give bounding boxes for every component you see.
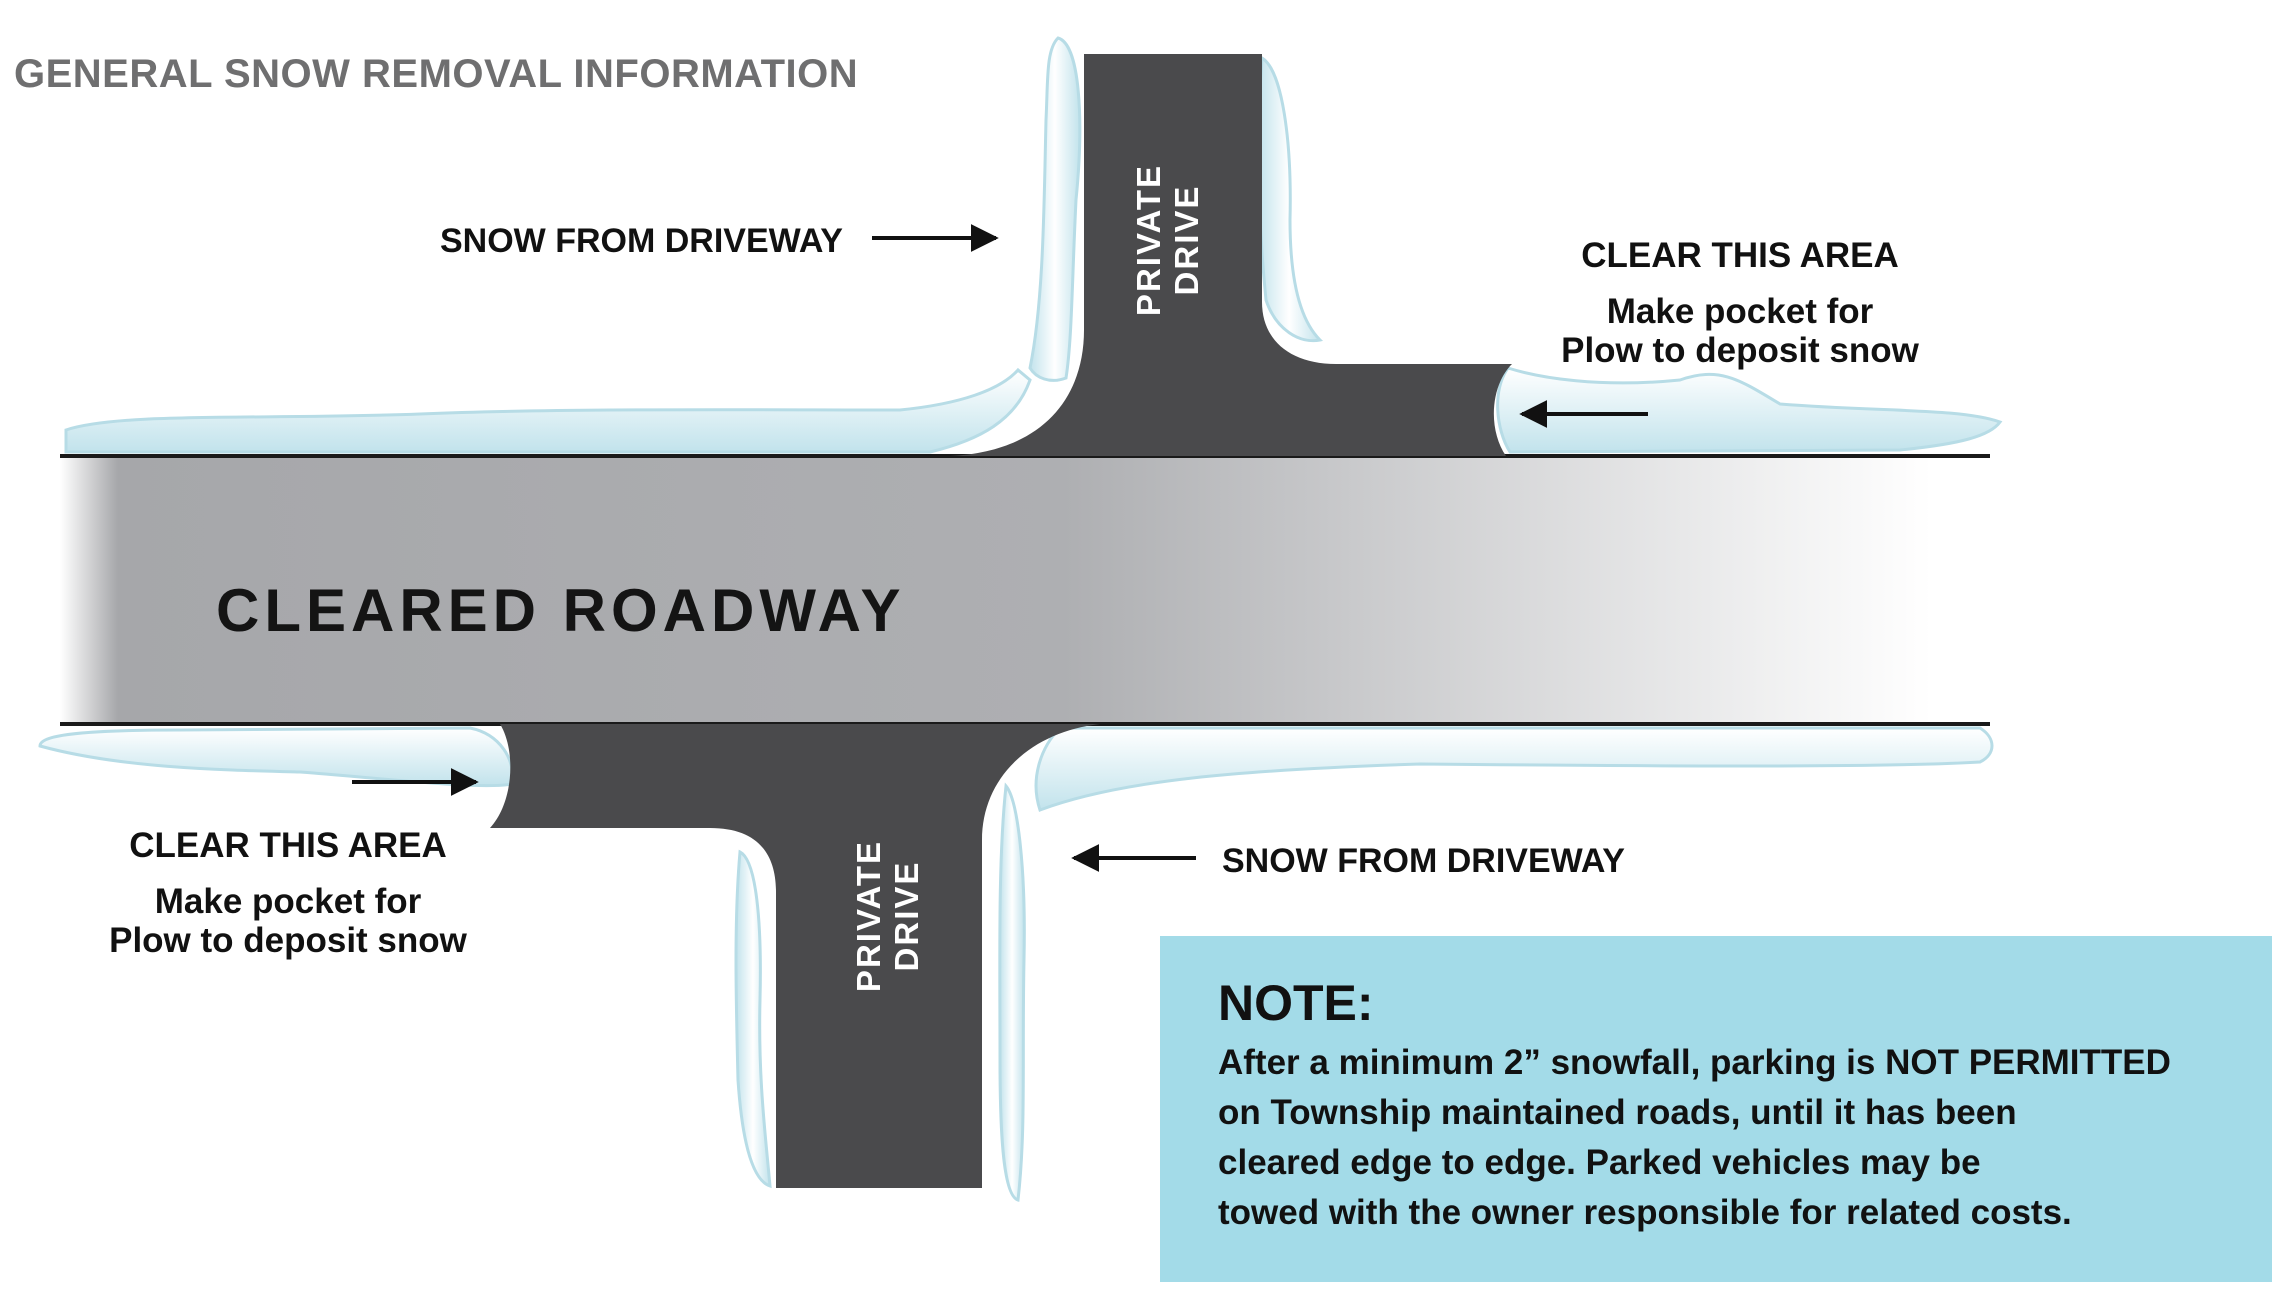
page-title: GENERAL SNOW REMOVAL INFORMATION	[14, 52, 859, 96]
note-line-1: After a minimum 2” snowfall, parking is …	[1218, 1043, 2171, 1082]
clear-area-bottom-line1: Make pocket for	[154, 882, 422, 921]
note-title: NOTE:	[1218, 975, 1374, 1031]
private-drive-bottom	[490, 724, 1100, 1188]
snow-bank-drive-bottom-left	[734, 849, 772, 1189]
private-drive-top-label: PRIVATE DRIVE	[1130, 164, 1206, 316]
clear-area-bottom-title: CLEAR THIS AREA	[129, 826, 447, 865]
private-drive-bottom-line2: DRIVE	[888, 860, 925, 972]
clear-area-top-line1: Make pocket for	[1606, 292, 1874, 331]
note-box: NOTE: After a minimum 2” snowfall, parki…	[1160, 936, 2272, 1282]
private-drive-top-line2: DRIVE	[1168, 184, 1205, 296]
private-drive-top	[950, 54, 1512, 456]
clear-area-bottom-line2: Plow to deposit snow	[109, 921, 467, 960]
cleared-roadway	[60, 456, 1990, 724]
snow-bank-top-right	[1496, 366, 2003, 454]
snow-bank-bottom-left	[38, 726, 515, 788]
note-line-2: on Township maintained roads, until it h…	[1218, 1093, 2017, 1132]
clear-area-bottom-callout: CLEAR THIS AREA Make pocket for Plow to …	[28, 826, 548, 960]
clear-area-top-line2: Plow to deposit snow	[1561, 331, 1919, 370]
note-line-4: towed with the owner responsible for rel…	[1218, 1193, 2072, 1232]
roadway-label: CLEARED ROADWAY	[216, 577, 906, 644]
note-line-3: cleared edge to edge. Parked vehicles ma…	[1218, 1143, 1981, 1182]
clear-area-top-callout: CLEAR THIS AREA Make pocket for Plow to …	[1480, 236, 2000, 370]
snow-bank-bottom-right	[1034, 726, 1994, 812]
snow-bank-top-left	[64, 367, 1032, 454]
private-drive-bottom-line1: PRIVATE	[850, 839, 887, 993]
snow-bank-drive-top-right	[1257, 55, 1324, 343]
private-drive-bottom-label: PRIVATE DRIVE	[850, 840, 926, 992]
clear-area-top-title: CLEAR THIS AREA	[1581, 236, 1899, 275]
snow-bank-drive-top-left	[1028, 36, 1082, 382]
snow-from-driveway-top-label: SNOW FROM DRIVEWAY	[440, 222, 843, 260]
private-drive-top-line1: PRIVATE	[1130, 163, 1167, 317]
snow-from-driveway-bottom-label: SNOW FROM DRIVEWAY	[1222, 842, 1625, 880]
snow-bank-drive-bottom-right	[998, 782, 1026, 1202]
